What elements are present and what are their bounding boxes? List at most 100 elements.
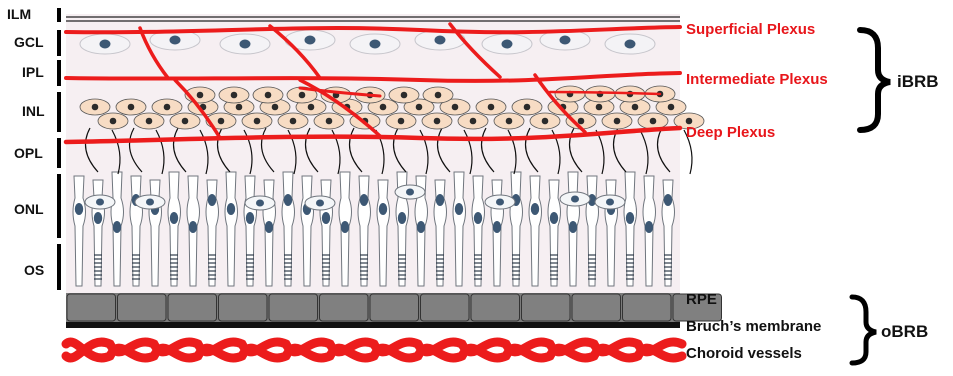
photoreceptor-nucleus <box>645 221 653 233</box>
onl-nucleus <box>406 189 414 196</box>
photoreceptor-nucleus <box>455 203 463 215</box>
photoreceptor-nucleus <box>208 194 216 206</box>
photoreceptor-nucleus <box>189 221 197 233</box>
label-opl: OPL <box>14 145 43 161</box>
label-bruch-membrane: Bruch’s membrane <box>686 318 821 335</box>
inl-nucleus <box>452 104 459 111</box>
onl-nucleus <box>571 196 579 203</box>
ganglion-nucleus <box>435 36 446 45</box>
rpe-cell <box>269 294 318 321</box>
inl-nucleus <box>272 104 279 111</box>
ganglion-nucleus <box>100 40 111 49</box>
inl-nucleus <box>380 104 387 111</box>
label-onl: ONL <box>14 201 44 217</box>
inl-nucleus <box>614 118 621 125</box>
photoreceptor-nucleus <box>398 212 406 224</box>
photoreceptor-nucleus <box>436 194 444 206</box>
rpe-cell <box>471 294 520 321</box>
photoreceptor-nucleus <box>360 194 368 206</box>
onl-nucleus <box>496 199 504 206</box>
rpe-cell <box>168 294 217 321</box>
onl-nucleus <box>146 199 154 206</box>
inl-nucleus <box>401 92 408 99</box>
label-obrb: oBRB <box>881 322 928 342</box>
ganglion-nucleus <box>560 36 571 45</box>
inl-nucleus <box>435 92 442 99</box>
ganglion-nucleus <box>502 40 513 49</box>
inl-nucleus <box>542 118 549 125</box>
label-ibrb: iBRB <box>897 72 939 92</box>
inl-nucleus <box>506 118 513 125</box>
photoreceptor-nucleus <box>626 212 634 224</box>
inl-nucleus <box>164 104 171 111</box>
inl-nucleus <box>254 118 261 125</box>
label-ilm: ILM <box>7 6 31 22</box>
inl-nucleus <box>596 104 603 111</box>
ganglion-nucleus <box>305 36 316 45</box>
ibrb-brace <box>860 30 890 130</box>
label-gcl: GCL <box>14 34 44 50</box>
photoreceptor-nucleus <box>113 221 121 233</box>
rpe-cell <box>623 294 672 321</box>
inl-nucleus <box>146 118 153 125</box>
ganglion-nucleus <box>240 40 251 49</box>
ganglion-nucleus <box>625 40 636 49</box>
photoreceptor-nucleus <box>284 194 292 206</box>
inl-nucleus <box>197 92 204 99</box>
photoreceptor-nucleus <box>550 212 558 224</box>
inl-nucleus <box>182 118 189 125</box>
inl-nucleus <box>236 104 243 111</box>
photoreceptor-nucleus <box>474 212 482 224</box>
inl-nucleus <box>128 104 135 111</box>
inl-nucleus <box>218 118 225 125</box>
inl-nucleus <box>668 104 675 111</box>
photoreceptor-nucleus <box>322 212 330 224</box>
rpe-cell <box>118 294 167 321</box>
ganglion-nucleus <box>370 40 381 49</box>
label-superficial-plexus: Superficial Plexus <box>686 21 815 38</box>
inl-nucleus <box>632 104 639 111</box>
photoreceptor-nucleus <box>94 212 102 224</box>
inl-nucleus <box>299 92 306 99</box>
photoreceptor-nucleus <box>379 203 387 215</box>
label-os: OS <box>24 262 44 278</box>
photoreceptor-nucleus <box>170 212 178 224</box>
inl-nucleus <box>434 118 441 125</box>
photoreceptor-nucleus <box>246 212 254 224</box>
inl-nucleus <box>231 92 238 99</box>
inl-nucleus <box>524 104 531 111</box>
photoreceptor-nucleus <box>664 194 672 206</box>
rpe-cell <box>522 294 571 321</box>
onl-nucleus <box>96 199 104 206</box>
inl-nucleus <box>488 104 495 111</box>
inl-nucleus <box>578 118 585 125</box>
choroid-vessels <box>66 342 682 358</box>
label-intermediate-plexus: Intermediate Plexus <box>686 71 828 88</box>
rpe-cell <box>421 294 470 321</box>
onl-nucleus <box>256 200 264 207</box>
inl-nucleus <box>265 92 272 99</box>
photoreceptor-nucleus <box>341 221 349 233</box>
label-choroid-vessels: Choroid vessels <box>686 345 802 362</box>
inl-nucleus <box>110 118 117 125</box>
label-rpe: RPE <box>686 291 717 308</box>
rpe-cell <box>219 294 268 321</box>
inl-nucleus <box>650 118 657 125</box>
label-deep-plexus: Deep Plexus <box>686 124 775 141</box>
photoreceptor-nucleus <box>531 203 539 215</box>
bruch-membrane <box>66 322 680 328</box>
photoreceptor-nucleus <box>227 203 235 215</box>
onl-nucleus <box>316 200 324 207</box>
inl-nucleus <box>290 118 297 125</box>
onl-nucleus <box>606 199 614 206</box>
obrb-brace <box>852 297 876 363</box>
label-inl: INL <box>22 103 45 119</box>
photoreceptor-nucleus <box>75 203 83 215</box>
rpe-layer <box>66 293 722 322</box>
inl-nucleus <box>470 118 477 125</box>
rpe-cell <box>572 294 621 321</box>
photoreceptor-nucleus <box>493 221 501 233</box>
rpe-cell <box>320 294 369 321</box>
